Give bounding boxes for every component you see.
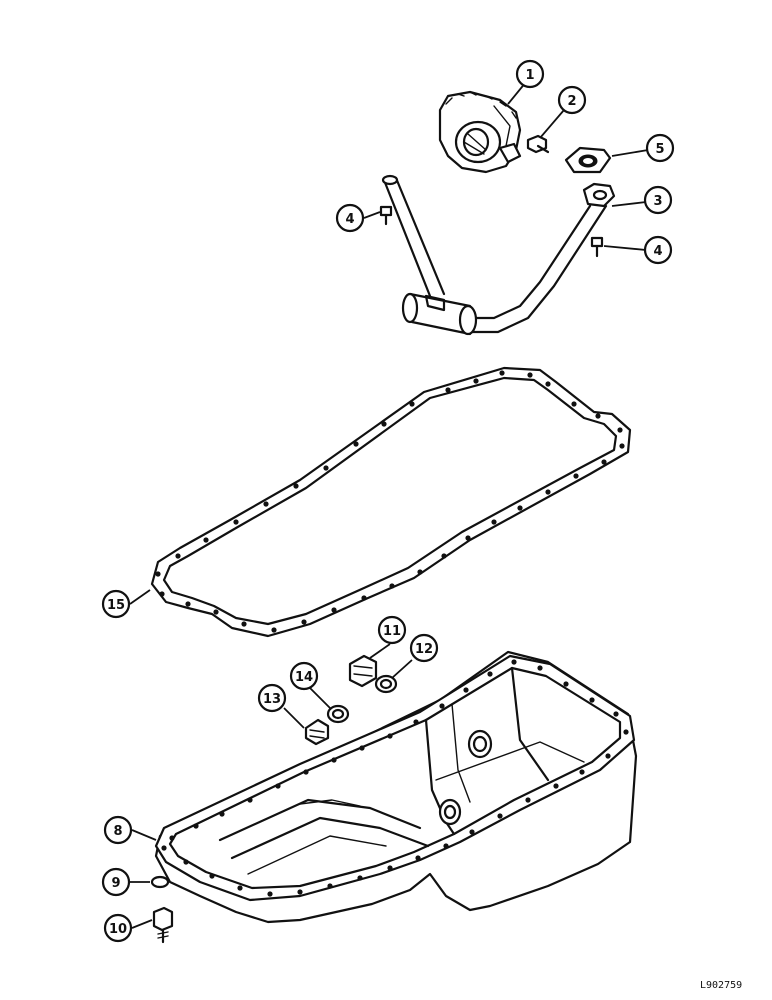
screw-4-right [590, 236, 604, 258]
svg-text:12: 12 [415, 642, 433, 657]
washer-12 [374, 674, 398, 694]
oil-pan [154, 650, 638, 924]
callout-10: 10 [103, 913, 133, 943]
svg-text:8: 8 [113, 824, 122, 839]
suction-tube [381, 174, 616, 336]
callout-4-right: 4 [643, 235, 673, 265]
svg-text:10: 10 [109, 922, 127, 937]
callout-5: 5 [645, 133, 675, 163]
callout-1: 1 [515, 59, 545, 89]
svg-text:15: 15 [107, 598, 125, 613]
bolt-2 [526, 134, 550, 154]
callout-3: 3 [643, 185, 673, 215]
callout-15: 15 [101, 589, 131, 619]
svg-text:5: 5 [655, 142, 664, 157]
callout-13: 13 [257, 683, 287, 713]
plug-11 [348, 654, 378, 688]
screw-4-left [379, 205, 393, 226]
washer-9 [150, 875, 170, 889]
svg-text:4: 4 [345, 212, 354, 227]
svg-text:1: 1 [525, 68, 534, 83]
callout-2: 2 [557, 85, 587, 115]
oil-pan-gasket [150, 366, 632, 638]
plug-13 [304, 718, 330, 746]
callout-8: 8 [103, 815, 133, 845]
callout-4-left: 4 [335, 203, 365, 233]
leader-lines [129, 81, 649, 929]
svg-text:9: 9 [111, 876, 120, 891]
callout-11: 11 [377, 615, 407, 645]
callout-9: 9 [101, 867, 131, 897]
figure-reference: L902759 [700, 980, 742, 991]
gasket-5 [564, 146, 612, 174]
svg-text:13: 13 [263, 692, 281, 707]
callout-14: 14 [289, 661, 319, 691]
callout-12: 12 [409, 633, 439, 663]
svg-text:2: 2 [567, 94, 576, 109]
washer-14 [326, 704, 350, 724]
svg-text:11: 11 [383, 624, 401, 639]
svg-text:3: 3 [653, 194, 662, 209]
svg-text:4: 4 [653, 244, 662, 259]
drain-plug-10 [152, 906, 174, 944]
svg-text:14: 14 [295, 670, 313, 685]
oil-pump [438, 90, 522, 174]
